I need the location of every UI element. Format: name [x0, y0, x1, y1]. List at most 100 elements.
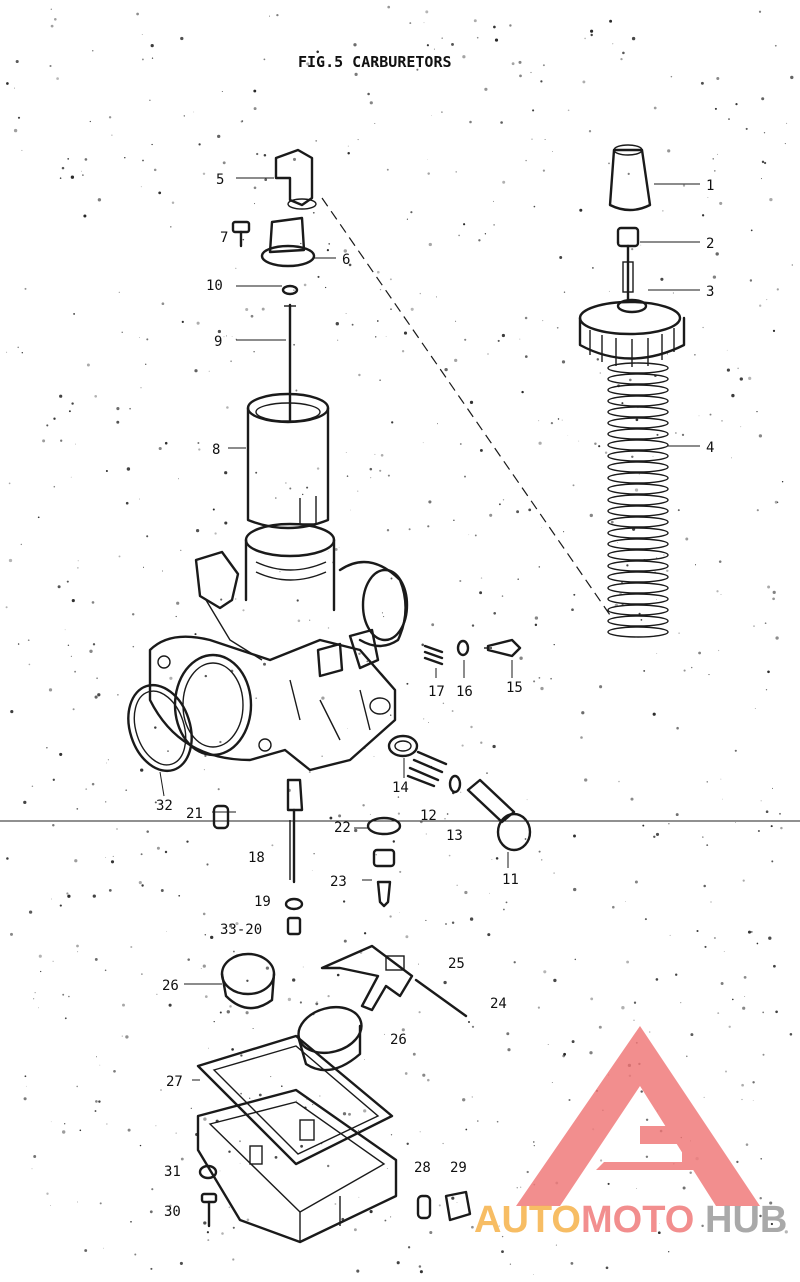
- callout-9: 9: [214, 334, 222, 350]
- assembly-leader-dashed: [321, 197, 611, 616]
- spring-coil: [607, 527, 669, 539]
- callout-13: 13: [446, 828, 463, 844]
- callout-labels: 1234567891011121314151617181933-20212223…: [156, 172, 714, 1220]
- part-needle-retainer-plate: [260, 216, 316, 268]
- part-flange-o-ring: [127, 683, 193, 773]
- part-drain-plug-29: [444, 1190, 472, 1222]
- callout-33-20: 33-20: [220, 922, 262, 938]
- spring-coil: [607, 362, 669, 374]
- callout-17: 17: [428, 684, 445, 700]
- part-o-ring-small-16: [456, 639, 470, 657]
- part-main-jet-20: [286, 916, 302, 936]
- spring-coil: [607, 571, 669, 583]
- part-needle-clip: [281, 284, 299, 296]
- callout-leaders: [159, 177, 700, 1081]
- spring-coil: [607, 373, 669, 385]
- part-bowl-screw-30: [200, 1192, 218, 1228]
- callout-5: 5: [216, 172, 224, 188]
- spring-coil: [607, 593, 669, 605]
- part-cable-bracket: [274, 148, 317, 210]
- brand-part-hub: HUB: [705, 1199, 787, 1241]
- part-throttle-valve-spring: [607, 362, 669, 638]
- scan-noise: [5, 5, 794, 1275]
- callout-26: 26: [390, 1032, 407, 1048]
- part-plunger-spring-12: [406, 750, 448, 788]
- spring-coil: [607, 428, 669, 440]
- part-washer-19: [284, 897, 304, 911]
- part-rubber-cap: [608, 144, 652, 212]
- part-cable-adjuster: [616, 226, 640, 302]
- part-float-valve-23: [372, 848, 396, 908]
- part-jet-needle: [284, 303, 296, 422]
- spring-coil: [607, 384, 669, 396]
- spring-coil: [607, 538, 669, 550]
- part-pilot-jet-21: [212, 804, 230, 830]
- callout-22: 22: [334, 820, 351, 836]
- automotohub-logo: [516, 1026, 760, 1206]
- part-lock-washer-31: [198, 1164, 218, 1180]
- part-idle-adjust-screw: [484, 638, 522, 658]
- logo-g-mark: [596, 1126, 720, 1170]
- part-spring-17: [423, 644, 444, 666]
- callout-16: 16: [456, 684, 473, 700]
- part-carburetor-body: [148, 522, 409, 772]
- part-float-bowl-gasket: [196, 1034, 394, 1166]
- callout-11: 11: [502, 872, 519, 888]
- callout-15: 15: [506, 680, 523, 696]
- spring-coil: [607, 582, 669, 594]
- spring-coil: [607, 395, 669, 407]
- callout-14: 14: [392, 780, 409, 796]
- part-drain-screw-28: [416, 1194, 432, 1220]
- part-float-pin-24: [414, 978, 468, 1018]
- callout-19: 19: [254, 894, 271, 910]
- part-plunger-cap-14: [387, 734, 419, 758]
- spring-coil: [607, 472, 669, 484]
- part-float-left: [220, 952, 276, 1010]
- part-float-chamber-bowl: [196, 1088, 398, 1244]
- part-needle-jet: [286, 778, 304, 884]
- spring-coil: [607, 483, 669, 495]
- part-o-ring-13: [448, 774, 462, 794]
- brand-part-moto: MOTO: [581, 1199, 694, 1241]
- automotohub-wordmark: AUTO MOTO HUB: [474, 1199, 787, 1241]
- part-o-ring-22: [366, 816, 402, 836]
- callout-10: 10: [206, 278, 223, 294]
- callout-24: 24: [490, 996, 507, 1012]
- figure-title: FIG.5 CARBURETORS: [298, 53, 452, 71]
- spring-coil: [607, 439, 669, 451]
- callout-7: 7: [220, 230, 228, 246]
- callout-1: 1: [706, 178, 714, 194]
- callout-3: 3: [706, 284, 714, 300]
- part-float-right: [296, 1005, 363, 1072]
- part-screw-small: [231, 220, 251, 248]
- callout-28: 28: [414, 1160, 431, 1176]
- callout-25: 25: [448, 956, 465, 972]
- spring-coil: [607, 461, 669, 473]
- spring-coil: [607, 560, 669, 572]
- spring-coil: [607, 450, 669, 462]
- callout-32: 32: [156, 798, 173, 814]
- spring-coil: [607, 626, 669, 638]
- brand-part-auto: AUTO: [474, 1199, 581, 1241]
- callout-27: 27: [166, 1074, 183, 1090]
- part-float-arm-25: [320, 944, 414, 1012]
- spring-coil: [607, 549, 669, 561]
- spring-coil: [607, 615, 669, 627]
- spring-coil: [607, 604, 669, 616]
- callout-21: 21: [186, 806, 203, 822]
- callout-2: 2: [706, 236, 714, 252]
- callout-23: 23: [330, 874, 347, 890]
- callout-30: 30: [164, 1204, 181, 1220]
- part-starter-plunger: [466, 778, 532, 852]
- spring-coil: [607, 494, 669, 506]
- callout-8: 8: [212, 442, 220, 458]
- callout-18: 18: [248, 850, 265, 866]
- spring-coil: [607, 417, 669, 429]
- callout-29: 29: [450, 1160, 467, 1176]
- spring-coil: [607, 406, 669, 418]
- callout-31: 31: [164, 1164, 181, 1180]
- callout-26: 26: [162, 978, 179, 994]
- part-throttle-valve: [246, 392, 330, 530]
